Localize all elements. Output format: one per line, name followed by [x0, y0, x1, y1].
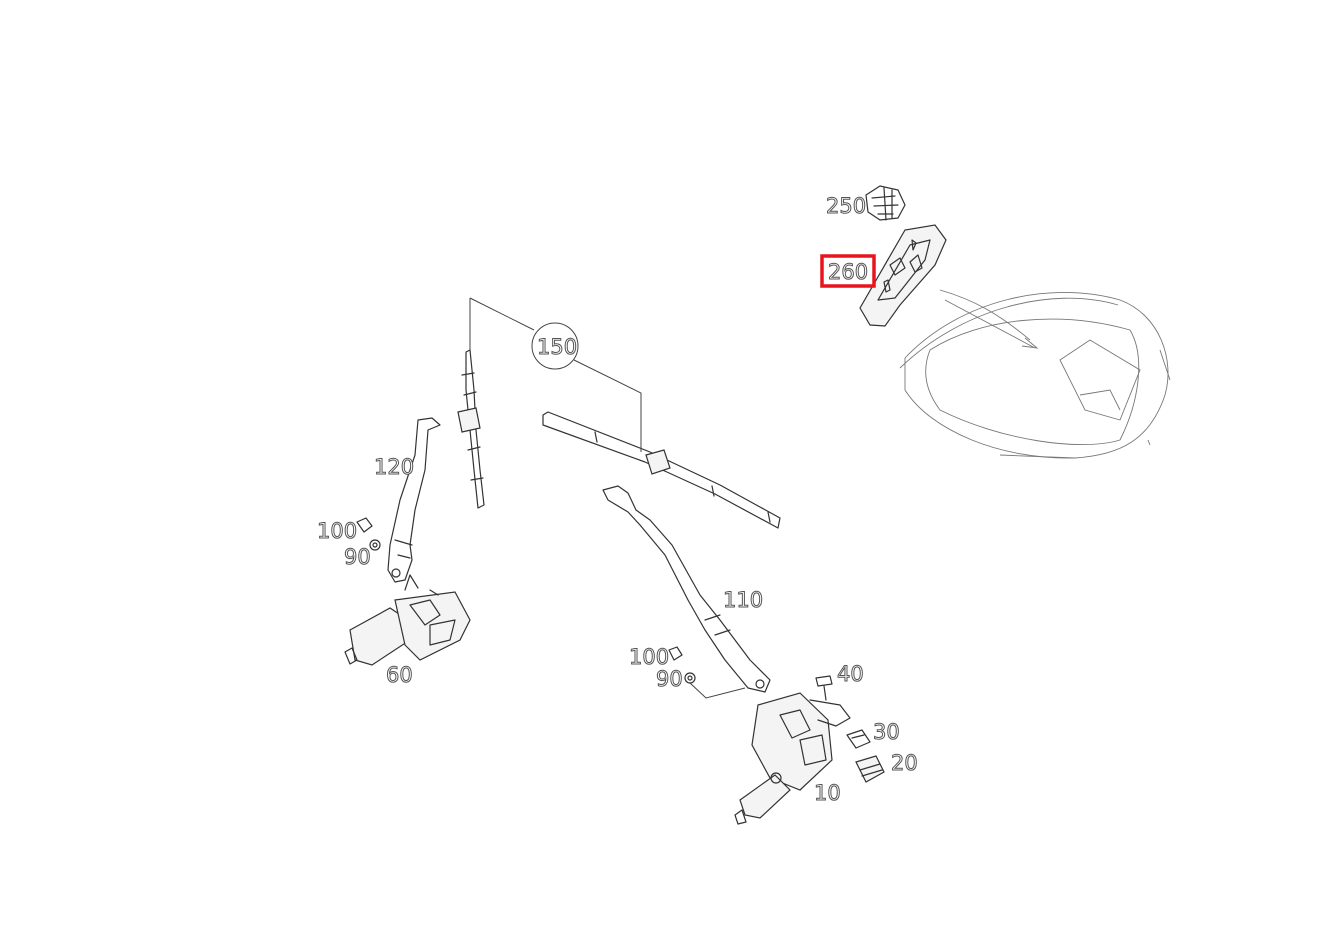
callout-60[interactable]: 60: [386, 663, 414, 688]
callout-10[interactable]: 10: [814, 781, 842, 806]
callout-20[interactable]: 20: [891, 751, 919, 776]
left-nut-part[interactable]: [369, 539, 381, 551]
upper-bushing-part[interactable]: [846, 729, 871, 749]
selected-callout-highlight: [820, 254, 876, 288]
right-wiper-arm[interactable]: [602, 485, 771, 693]
callout-260[interactable]: 260: [828, 260, 869, 285]
blade-callout-leaders: [469, 297, 642, 452]
callout-90-left[interactable]: 90: [344, 545, 372, 570]
sensor-cover-part[interactable]: [859, 224, 947, 327]
right-wiper-motor[interactable]: [734, 692, 851, 825]
right-nut-part[interactable]: [684, 672, 696, 684]
callout-30[interactable]: 30: [873, 720, 901, 745]
left-wiper-arm[interactable]: [387, 417, 441, 583]
right-wiper-blade[interactable]: [542, 411, 781, 529]
callout-90-right[interactable]: 90: [656, 667, 684, 692]
left-wiper-motor[interactable]: [344, 574, 471, 666]
callout-100-left[interactable]: 100: [317, 519, 358, 544]
right-cap-part[interactable]: [668, 646, 683, 661]
right-nut-leader: [689, 682, 746, 699]
lower-bushing-part[interactable]: [855, 755, 885, 783]
left-wiper-blade[interactable]: [457, 349, 485, 509]
callout-100-right[interactable]: 100: [629, 645, 670, 670]
left-cap-part[interactable]: [356, 517, 373, 533]
mounting-bolt-part[interactable]: [815, 675, 833, 701]
callout-40[interactable]: 40: [837, 662, 865, 687]
windshield-illustration: [899, 289, 1171, 459]
callout-250[interactable]: 250: [826, 194, 867, 219]
rain-sensor-part[interactable]: [865, 185, 906, 221]
callout-120[interactable]: 120: [374, 455, 415, 480]
callout-110[interactable]: 110: [723, 588, 764, 613]
callout-150[interactable]: 150: [537, 335, 578, 360]
